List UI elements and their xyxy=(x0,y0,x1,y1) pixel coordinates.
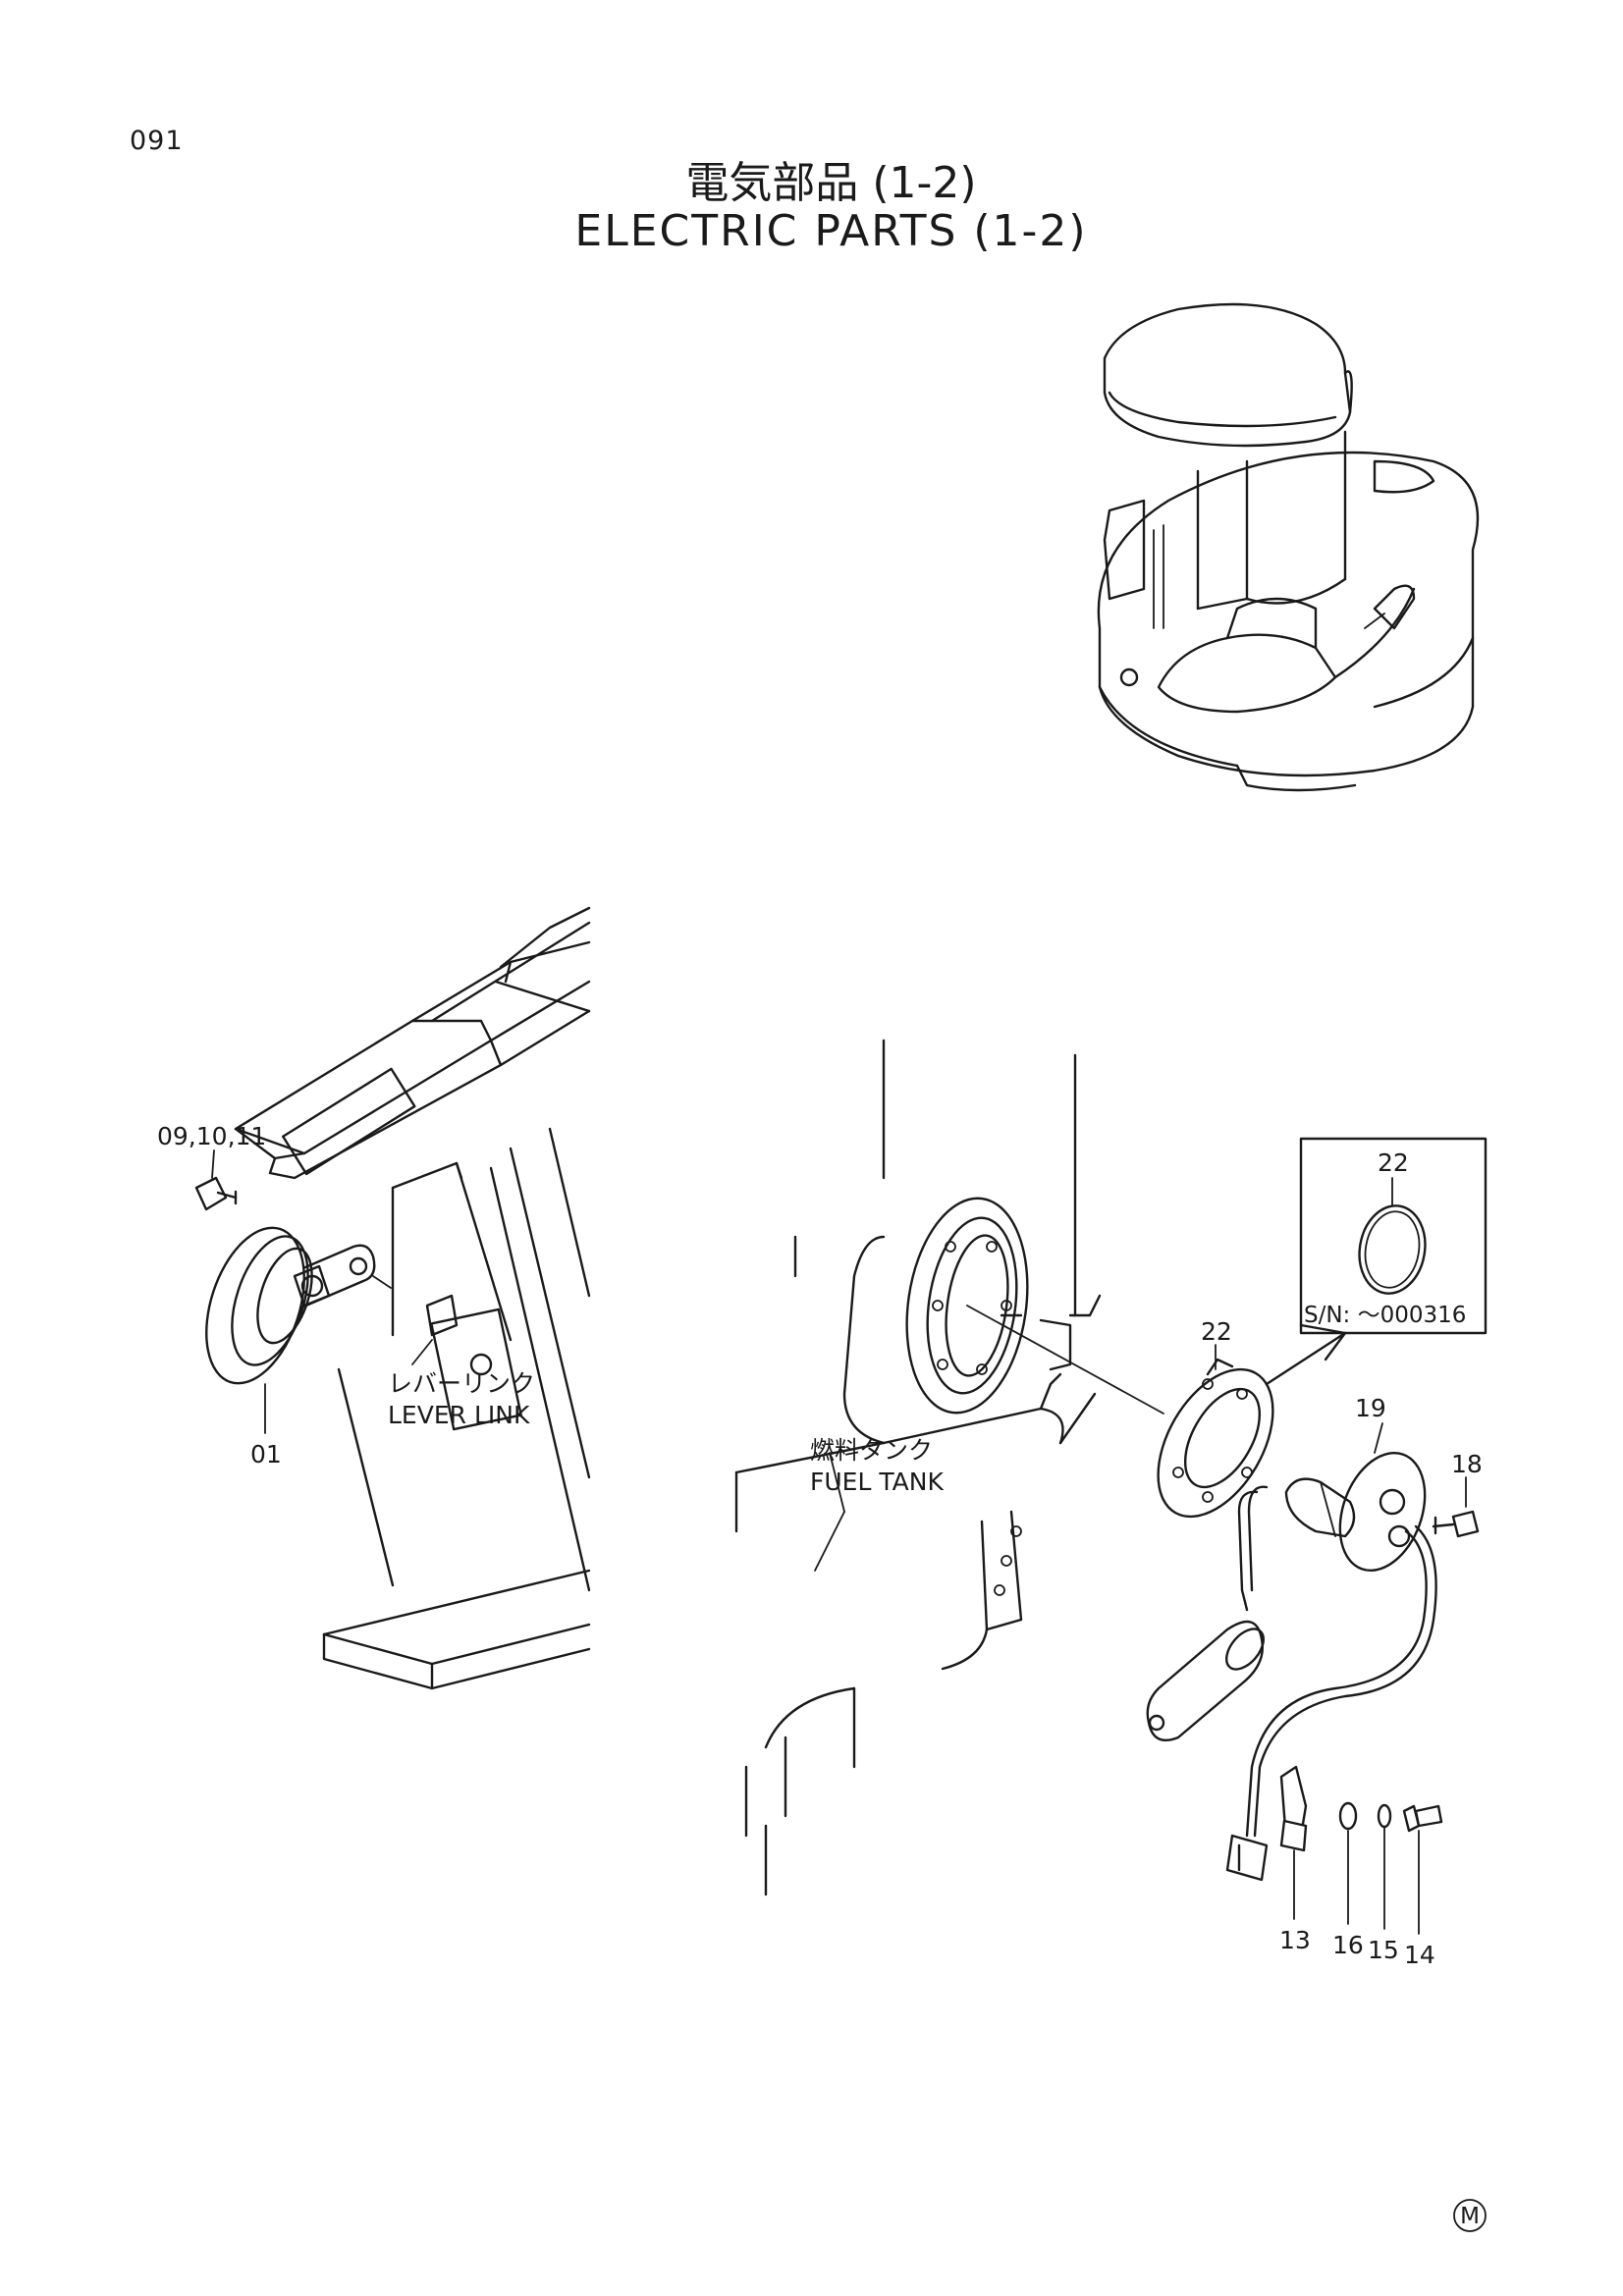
machine-overview-illustration xyxy=(1097,302,1480,792)
fuel-tank-label-jp: 燃料タンク xyxy=(810,1436,933,1465)
terminal-part-13 xyxy=(1279,1765,1308,1920)
bolt-part-14 xyxy=(1402,1804,1443,1935)
callout-22: 22 xyxy=(1201,1317,1232,1346)
washer-part-16 xyxy=(1338,1801,1358,1925)
callout-09-10-11: 09,10,11 xyxy=(157,1122,266,1150)
title-japanese: 電気部品 (1-2) xyxy=(685,158,977,208)
title-english: ELECTRIC PARTS (1-2) xyxy=(574,206,1088,256)
lever-link-label-en: LEVER LINK xyxy=(388,1401,530,1429)
inset-detail-box xyxy=(1265,1137,1488,1386)
fuel-tank-illustration xyxy=(734,1039,1164,1896)
page-number: 091 xyxy=(130,126,184,156)
callout-15: 15 xyxy=(1368,1936,1399,1964)
lever-link-frame-illustration xyxy=(194,906,591,1690)
callout-13: 13 xyxy=(1279,1926,1311,1954)
fuel-sender-part-19 xyxy=(1146,1422,1437,1882)
lever-link-label-jp: レバーリンク xyxy=(388,1369,535,1398)
callout-19: 19 xyxy=(1355,1394,1386,1422)
gasket-part-22 xyxy=(1157,1344,1274,1519)
inset-serial-note: S/N: ～000316 xyxy=(1304,1303,1466,1328)
circled-m-mark: M xyxy=(1453,2199,1487,2232)
callout-22-inset: 22 xyxy=(1378,1148,1409,1177)
callout-18: 18 xyxy=(1451,1450,1483,1478)
callout-14: 14 xyxy=(1404,1941,1435,1969)
svg-text:M: M xyxy=(1460,2204,1480,2229)
callout-16: 16 xyxy=(1332,1931,1364,1959)
callout-01: 01 xyxy=(250,1440,282,1468)
bolt-part-18 xyxy=(1432,1476,1480,1538)
fuel-tank-label-en: FUEL TANK xyxy=(810,1468,944,1496)
washer-part-15 xyxy=(1377,1803,1392,1930)
